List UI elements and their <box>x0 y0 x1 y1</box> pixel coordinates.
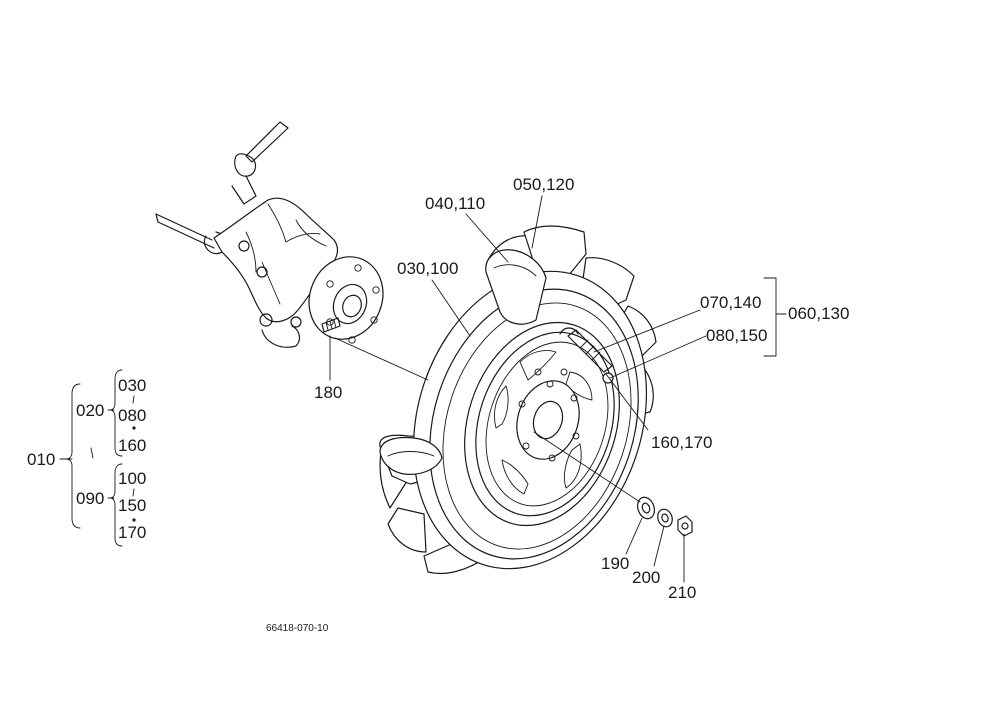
callout-070-140: 070,140 <box>700 293 761 312</box>
callout-040-110: 040,110 <box>425 194 485 213</box>
drawing-code: 66418-070-10 <box>266 623 329 634</box>
tree-root: 010 <box>27 450 55 469</box>
tree-item-100: 100 <box>118 469 146 488</box>
callout-190: 190 <box>601 554 629 573</box>
tree-branch-090: 090 <box>76 489 104 508</box>
callout-050-120: 050,120 <box>513 175 574 194</box>
callout-180: 180 <box>314 383 342 402</box>
callout-030-100: 030,100 <box>397 259 458 278</box>
axle-hub-assembly <box>155 121 384 348</box>
fastener-set <box>636 496 693 537</box>
callout-210: 210 <box>668 583 696 602</box>
leader-lines <box>329 195 787 583</box>
assembly-tree: 010 020 090 030 080 160 100 150 170 <box>27 369 146 547</box>
callout-160-170: 160,170 <box>651 433 712 452</box>
tree-item-080: 080 <box>118 406 146 425</box>
wheel-assembly <box>379 225 657 575</box>
callout-labels: 050,120 040,110 030,100 070,140 080,150 … <box>314 175 849 602</box>
tree-item-170: 170 <box>118 523 146 542</box>
callout-080-150: 080,150 <box>706 326 767 345</box>
tree-item-160: 160 <box>118 436 146 455</box>
tree-item-150: 150 <box>118 496 146 515</box>
callout-200: 200 <box>632 568 660 587</box>
callout-060-130: 060,130 <box>788 304 849 323</box>
tree-branch-020: 020 <box>76 401 104 420</box>
tree-item-030: 030 <box>118 376 146 395</box>
